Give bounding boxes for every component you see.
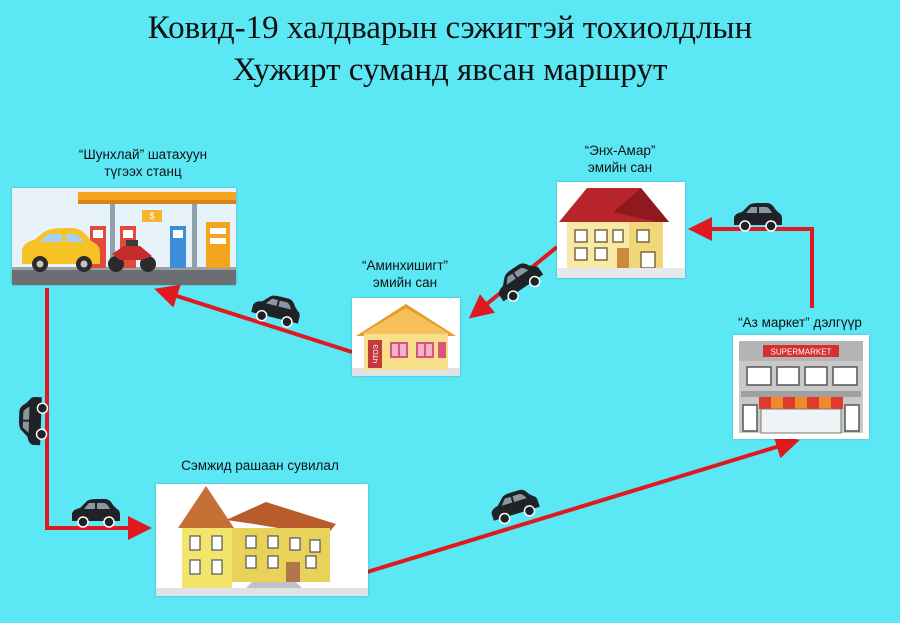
route-gas-to-sanatorium xyxy=(45,288,152,540)
label-enkhamar: “Энх-Амар” эмийн сан xyxy=(540,142,700,176)
route-arrows xyxy=(45,217,814,574)
label-gas-station-line2: түгээх станц xyxy=(104,164,182,179)
label-gas-station-line1: “Шунхлай” шатахуун xyxy=(78,147,208,162)
supermarket-icon: SUPERMARKET xyxy=(733,335,869,439)
title-line-2: Хужирт суманд явсан маршрут xyxy=(232,52,668,88)
label-aminkhishig-line2: эмийн сан xyxy=(372,275,438,290)
label-azmarket-line1: “Аз маркет” дэлгүүр xyxy=(738,315,862,330)
route-azmarket-to-enkhamar xyxy=(688,217,814,308)
sanatorium-building-icon xyxy=(156,484,368,596)
label-azmarket: “Аз маркет” дэлгүүр xyxy=(712,314,888,331)
house-pharmacy-icon xyxy=(557,182,685,278)
route-aminkhishig-to-gas xyxy=(154,284,353,354)
car-icon xyxy=(71,498,121,528)
label-sanatorium-line1: Сэмжид рашаан сувилал xyxy=(181,458,339,473)
title-line-1: Ковид-19 халдварын сэжигтэй тохиолдлын xyxy=(147,10,753,46)
label-sanatorium: Сэмжид рашаан сувилал xyxy=(150,457,370,474)
label-enkhamar-line2: эмийн сан xyxy=(587,160,653,175)
car-icon xyxy=(733,202,783,232)
label-aminkhishig-line1: “Аминхишигт” xyxy=(361,258,449,273)
label-enkhamar-line1: “Энх-Амар” xyxy=(584,143,656,158)
svg-text:$: $ xyxy=(149,211,154,221)
pharmacy-door-sign: ЧТОЭ xyxy=(373,344,380,363)
car-icon xyxy=(17,395,49,447)
label-aminkhishig: “Аминхишигт” эмийн сан xyxy=(320,257,490,291)
label-gas-station: “Шунхлай” шатахуун түгээх станц xyxy=(28,146,258,180)
route-sanatorium-to-azmarket xyxy=(366,435,800,574)
supermarket-sign: SUPERMARKET xyxy=(771,348,832,357)
gas-station-icon: $ xyxy=(12,188,236,285)
small-house-pharmacy-icon: ЧТОЭ xyxy=(352,298,460,376)
